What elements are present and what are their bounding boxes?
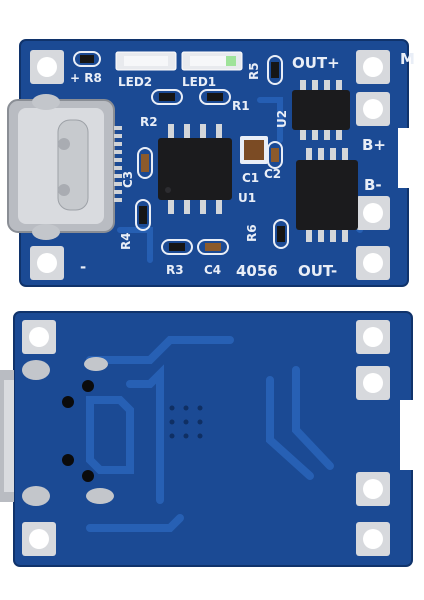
traces-bottom (86, 336, 334, 532)
usb-c-connector (7, 94, 115, 240)
label-u2: U2 (275, 110, 289, 128)
label-led1: LED1 (182, 75, 216, 89)
label-r5: R5 (247, 62, 261, 80)
label-b-plus: B+ (362, 136, 386, 154)
label-m: M (400, 50, 415, 68)
passive-components-top (73, 51, 289, 255)
label-out-minus: OUT- (298, 262, 337, 280)
pcb-bottom (13, 311, 413, 567)
label-out-plus: OUT+ (292, 54, 340, 72)
board-top-side: + R8 LED2 LED1 R5 OUT+ M R2 R1 U2 B+ C3 … (7, 39, 415, 287)
board-bottom-side (0, 311, 414, 567)
label-c2: C2 (264, 167, 281, 181)
label-model-4056: 4056 (236, 262, 278, 280)
corner-pads-bottom (22, 320, 390, 556)
label-r2: R2 (140, 115, 158, 129)
through-holes (62, 380, 94, 482)
usb-c-pins (114, 126, 122, 202)
label-c4: C4 (204, 263, 221, 277)
ic-u1-chip (158, 124, 232, 214)
label-r6: R6 (245, 224, 259, 242)
label-c1: C1 (242, 171, 259, 185)
label-r3: R3 (166, 263, 184, 277)
usb-c-shell-bottom (0, 357, 114, 506)
label-b-minus: B- (364, 176, 382, 194)
ic-u2-chip (292, 80, 350, 140)
label-led2: LED2 (118, 75, 152, 89)
label-plus-r8: + R8 (70, 71, 102, 85)
label-r4: R4 (119, 232, 133, 250)
ic-mosfet-chip (296, 148, 358, 242)
label-minus: - (80, 258, 86, 276)
label-r1: R1 (232, 99, 250, 113)
corner-pads-top (30, 50, 390, 280)
via-grid (169, 405, 203, 439)
label-c3: C3 (121, 171, 135, 188)
label-u1: U1 (238, 191, 256, 205)
